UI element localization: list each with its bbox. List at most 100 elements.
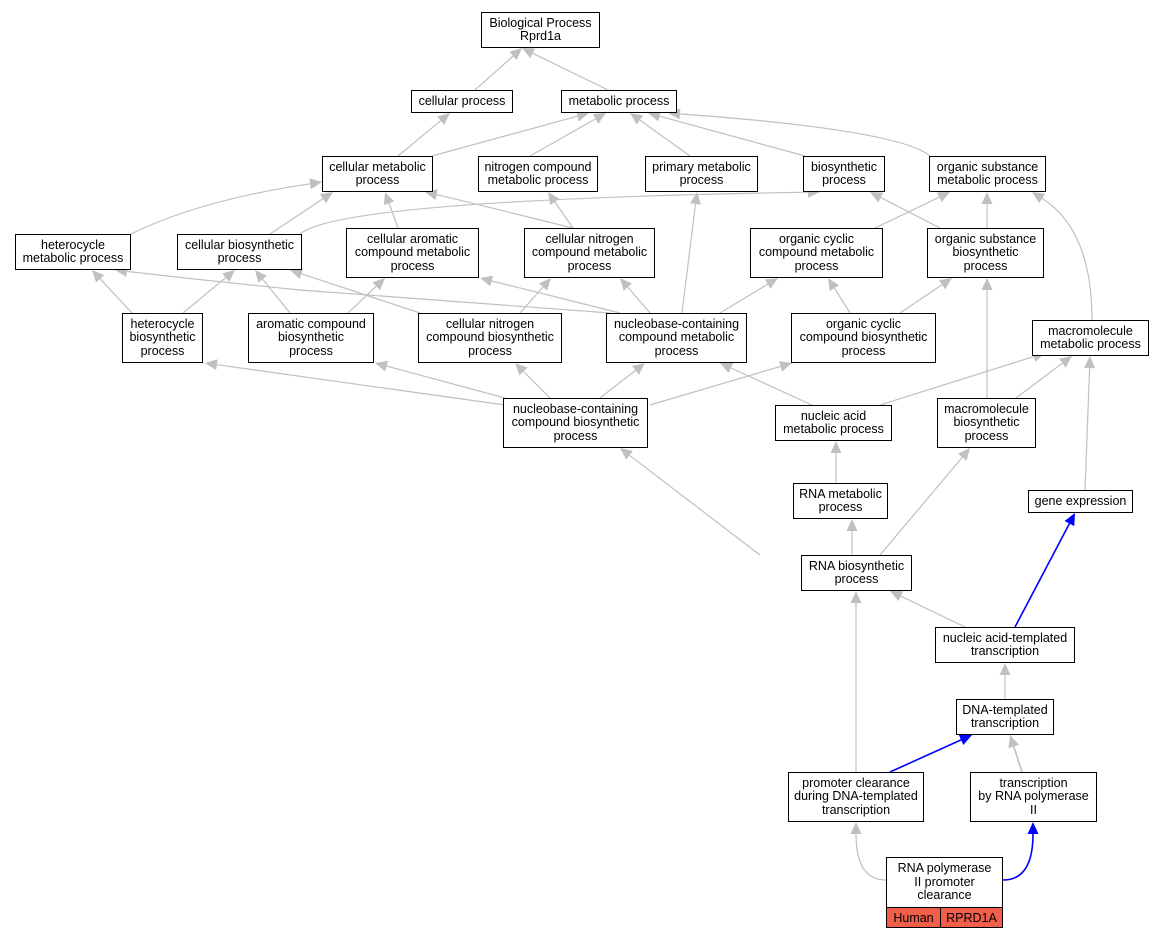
- edge-arrowhead: [509, 48, 522, 61]
- edge-arrowhead: [290, 268, 304, 279]
- edge-arrowhead: [522, 48, 536, 59]
- edge-arrowhead: [981, 278, 993, 290]
- edge: [301, 273, 421, 314]
- edge: [879, 456, 963, 556]
- node-heterocycle-metabolic-process[interactable]: heterocycle metabolic process: [15, 234, 131, 270]
- edge: [532, 52, 609, 91]
- edge: [491, 280, 621, 314]
- edge-arrowhead: [720, 362, 734, 373]
- highlighted-edge: [1002, 833, 1034, 881]
- edge-arrowhead: [538, 278, 551, 291]
- node-macromolecule-metabolic-process[interactable]: macromolecule metabolic process: [1032, 320, 1149, 356]
- edge-arrowhead: [383, 192, 395, 206]
- node-cellular-biosynthetic-process[interactable]: cellular biosynthetic process: [177, 234, 302, 270]
- edge-arrowhead: [958, 734, 972, 745]
- edge: [900, 595, 966, 628]
- node-cellular-process[interactable]: cellular process: [411, 90, 513, 113]
- edge: [855, 833, 887, 881]
- edge: [436, 194, 574, 229]
- edge: [833, 287, 851, 314]
- node-metabolic-process[interactable]: metabolic process: [561, 90, 677, 113]
- node-nucleobase-containing-compound-metabolic-process[interactable]: nucleobase-containing compound metabolic…: [606, 313, 747, 363]
- node-aromatic-compound-biosynthetic-process[interactable]: aromatic compound biosynthetic process: [248, 313, 374, 363]
- edge: [627, 286, 651, 314]
- node-rna-metabolic-process[interactable]: RNA metabolic process: [793, 483, 888, 519]
- highlighted-edge: [1014, 523, 1071, 628]
- edge-arrowhead: [981, 192, 993, 204]
- node-organic-substance-biosynthetic-process[interactable]: organic substance biosynthetic process: [927, 228, 1044, 278]
- edge-arrowhead: [630, 113, 643, 125]
- edge-arrowhead: [372, 278, 385, 291]
- edge-arrowhead: [592, 113, 606, 124]
- edge-arrowhead: [319, 192, 333, 204]
- edge-arrowhead: [778, 361, 792, 372]
- edge: [681, 203, 697, 314]
- node-nucleic-acid-templated-transcription[interactable]: nucleic acid-templated transcription: [935, 627, 1075, 663]
- gene-cell: RPRD1A: [941, 907, 1002, 927]
- edge: [130, 183, 311, 235]
- edge: [269, 198, 324, 235]
- node-heterocycle-biosynthetic-process[interactable]: heterocycle biosynthetic process: [122, 313, 203, 363]
- edge: [388, 203, 399, 229]
- node-rna-biosynthetic-process[interactable]: RNA biosynthetic process: [801, 555, 912, 591]
- node-primary-metabolic-process[interactable]: primary metabolic process: [645, 156, 758, 192]
- edge: [649, 365, 781, 406]
- node-nucleic-acid-metabolic-process[interactable]: nucleic acid metabolic process: [775, 405, 892, 441]
- edge: [523, 371, 551, 399]
- edge-arrowhead: [850, 591, 862, 603]
- node-rna-polymerase-ii-promoter-clearance[interactable]: RNA polymerase II promoter clearance Hum…: [886, 857, 1003, 928]
- node-organic-cyclic-compound-biosynthetic-process[interactable]: organic cyclic compound biosynthetic pro…: [791, 313, 936, 363]
- highlighted-edge: [889, 739, 962, 773]
- edge-arrowhead: [764, 278, 778, 289]
- node-promoter-clearance-during-dna-templated-transcription[interactable]: promoter clearance during DNA-templated …: [788, 772, 924, 822]
- edge: [299, 191, 809, 235]
- node-cellular-metabolic-process[interactable]: cellular metabolic process: [322, 156, 433, 192]
- edge-arrowhead: [375, 360, 389, 372]
- edge: [659, 115, 806, 157]
- node-organic-cyclic-compound-metabolic-process[interactable]: organic cyclic compound metabolic proces…: [750, 228, 883, 278]
- edge: [216, 364, 506, 406]
- node-gene-expression[interactable]: gene expression: [1028, 490, 1133, 513]
- edge: [126, 270, 611, 314]
- highlighted-edge: [1012, 746, 1023, 773]
- edge-arrowhead: [850, 822, 862, 834]
- edge: [519, 286, 544, 314]
- species-cell: Human: [887, 907, 941, 927]
- edge-arrowhead: [828, 278, 840, 292]
- node-nucleobase-containing-compound-biosynthetic-process[interactable]: nucleobase-containing compound biosynthe…: [503, 398, 648, 448]
- edge: [99, 278, 133, 314]
- node-nitrogen-compound-metabolic-process[interactable]: nitrogen compound metabolic process: [478, 156, 598, 192]
- edge-arrowhead: [92, 270, 105, 283]
- edge-arrowhead: [1064, 513, 1075, 527]
- edge-arrowhead: [938, 278, 952, 290]
- edge-arrowhead: [309, 178, 322, 190]
- edge: [639, 119, 691, 157]
- edge: [529, 118, 596, 157]
- node-transcription-by-rna-polymerase-ii[interactable]: transcription by RNA polymerase II: [970, 772, 1097, 822]
- edge-arrowhead: [870, 192, 884, 203]
- node-organic-substance-metabolic-process[interactable]: organic substance metabolic process: [929, 156, 1046, 192]
- edge-arrowhead: [1084, 356, 1096, 369]
- node-cellular-aromatic-compound-metabolic-process[interactable]: cellular aromatic compound metabolic pro…: [346, 228, 479, 278]
- edge: [182, 277, 227, 314]
- edge-arrowhead: [846, 519, 858, 531]
- edge-arrowhead: [690, 192, 701, 205]
- edge: [347, 285, 377, 314]
- edge-arrowhead: [548, 192, 560, 205]
- node-biological-process-root[interactable]: Biological Process Rprd1a: [481, 12, 600, 48]
- edge-arrowhead: [1032, 192, 1046, 204]
- edge: [879, 356, 1034, 406]
- node-cellular-nitrogen-compound-metabolic-process[interactable]: cellular nitrogen compound metabolic pro…: [524, 228, 655, 278]
- leaf-label: RNA polymerase II promoter clearance: [897, 861, 992, 903]
- edge-arrowhead: [1008, 735, 1019, 749]
- edge-arrowhead: [999, 663, 1011, 675]
- edge-arrowhead: [830, 441, 842, 453]
- node-cellular-nitrogen-compound-biosynthetic-process[interactable]: cellular nitrogen compound biosynthetic …: [418, 313, 562, 363]
- node-biosynthetic-process[interactable]: biosynthetic process: [803, 156, 885, 192]
- node-macromolecule-biosynthetic-process[interactable]: macromolecule biosynthetic process: [937, 398, 1036, 448]
- edge-arrowhead: [620, 278, 632, 291]
- node-dna-templated-transcription[interactable]: DNA-templated transcription: [956, 699, 1054, 735]
- edge-arrowhead: [222, 270, 235, 282]
- edge: [474, 55, 514, 91]
